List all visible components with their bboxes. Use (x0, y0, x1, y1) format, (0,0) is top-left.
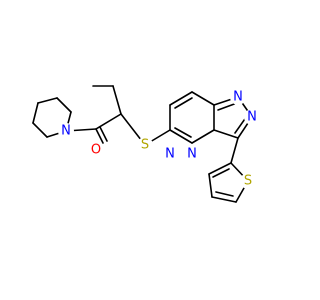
atom-n-piperidine: N (61, 124, 71, 139)
thiophene-ring (208, 137, 249, 203)
atom-n-pyridazine-2: N (187, 147, 197, 162)
atom-s-thioether: S (141, 138, 149, 153)
atom-labels: N O S N N N N S (58, 89, 260, 189)
atom-n-triazole-2: N (247, 110, 257, 125)
piperidine-ring (32, 97, 72, 138)
structure-diagram: N O S N N N N S (32, 85, 260, 203)
pyridazine-ring (169, 91, 215, 144)
atom-n-triazole-1: N (233, 90, 243, 105)
atom-n-pyridazine-1: N (165, 147, 175, 162)
acyl-chain (65, 85, 171, 146)
atom-s-thiophene: S (244, 174, 252, 189)
atom-o-carbonyl: O (91, 143, 101, 158)
